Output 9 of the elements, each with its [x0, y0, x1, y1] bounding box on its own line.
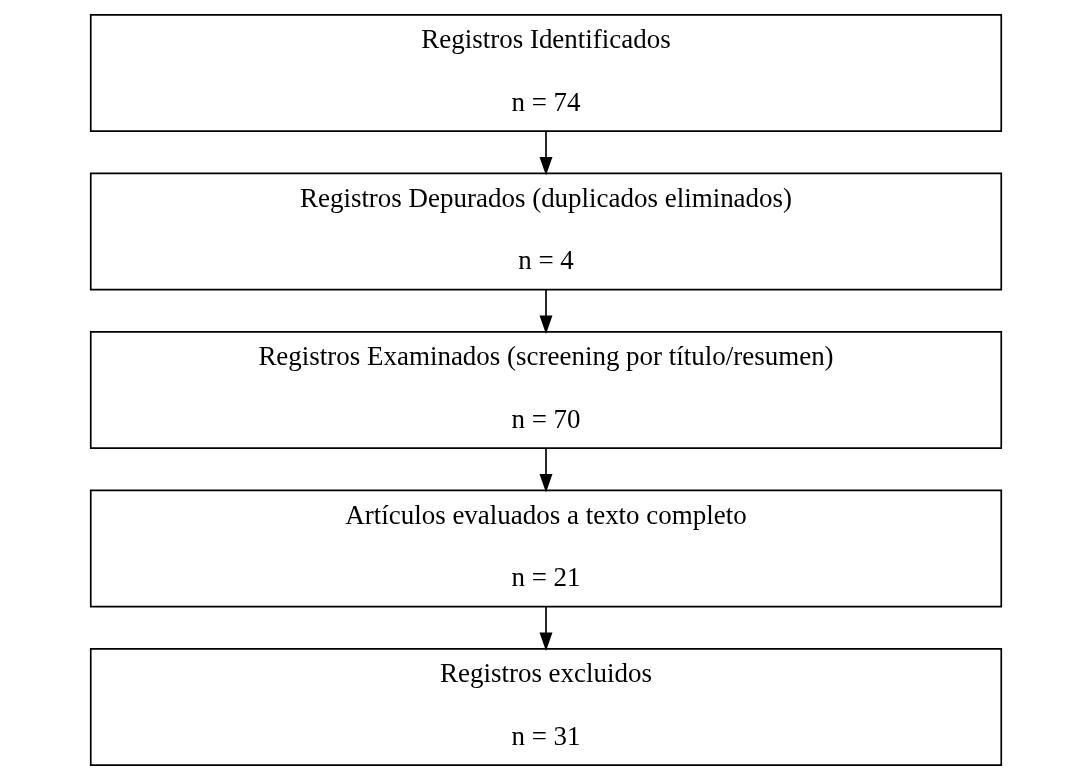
node-box: Registros Identificados n = 74 [89, 14, 1002, 133]
arrow [539, 447, 552, 493]
arrow [539, 606, 552, 651]
node-box: Registros excluidos n = 31 [89, 647, 1002, 766]
arrow [539, 289, 552, 334]
node-box: Registros Depurados (duplicados eliminados) n = 4 [89, 172, 1002, 291]
node-box: Artículos evaluados a texto completo n = 21 [89, 489, 1002, 608]
arrow [539, 130, 552, 176]
node-box: Registros Examinados (screening por título/resumen) n = 70 [89, 331, 1002, 449]
